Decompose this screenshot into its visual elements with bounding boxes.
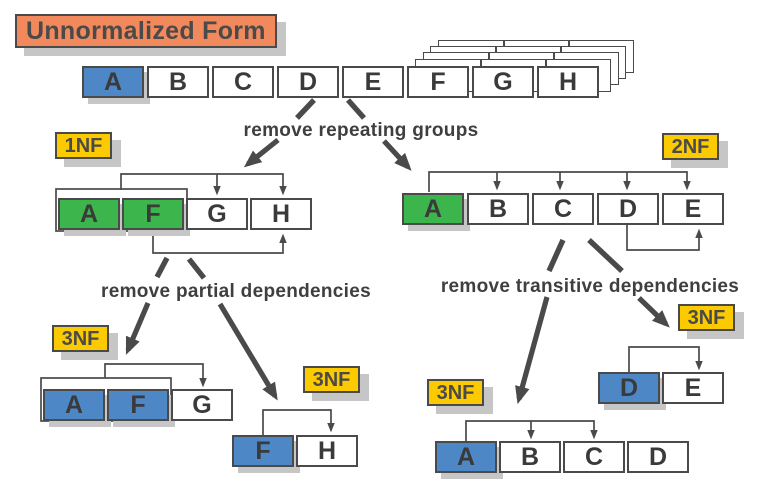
caption-remove-repeating-groups: remove repeating groups	[243, 120, 479, 141]
cell-c: C	[212, 66, 274, 98]
caption-remove-transitive-dependencies: remove transitive dependencies	[440, 276, 740, 297]
nf1-dependency-f-to-h	[152, 230, 287, 254]
cell-a: A	[435, 441, 497, 473]
arrow-to-3nf-de	[637, 296, 670, 328]
stroke-nf2-right	[587, 238, 624, 273]
unnormalized-form-label: Unnormalized Form	[15, 14, 277, 48]
arrow-to-3nf-fh	[217, 302, 278, 401]
cell-g: G	[186, 198, 248, 230]
nf2-dependency-a-to-e	[428, 171, 691, 192]
nf3-badge-abcd: 3NF	[427, 379, 484, 406]
nf3-dependency-a-to-c	[465, 420, 598, 441]
cell-d: D	[627, 441, 689, 473]
nf2-dependency-d-to-e	[626, 225, 703, 251]
nf3-dependency-f-to-h	[262, 409, 335, 435]
nf1-badge: 1NF	[55, 132, 112, 159]
arrow-to-3nf-afg	[125, 301, 151, 355]
cell-g: G	[171, 389, 233, 421]
nf1-dependency-af-to-h	[120, 173, 287, 196]
cell-c: C	[532, 193, 594, 225]
cell-e: E	[662, 372, 724, 404]
cell-a: A	[82, 66, 144, 98]
cell-a: A	[43, 389, 105, 421]
arrow-to-3nf-abcd	[515, 296, 550, 405]
cell-b: B	[147, 66, 209, 98]
nf3-badge-fh: 3NF	[303, 366, 360, 393]
cell-c: C	[563, 441, 625, 473]
stroke-unf-right	[345, 98, 367, 120]
cell-f: F	[407, 66, 469, 98]
cell-b: B	[467, 193, 529, 225]
stroke-nf1-left	[154, 256, 170, 279]
cell-g: G	[472, 66, 534, 98]
cell-f: F	[232, 435, 294, 467]
nf3-dependency-d-to-e	[628, 346, 703, 372]
caption-remove-partial-dependencies: remove partial dependencies	[101, 281, 371, 302]
cell-f: F	[122, 198, 184, 230]
cell-d: D	[598, 372, 660, 404]
arrow-to-2nf	[382, 139, 412, 171]
cell-d: D	[277, 66, 339, 98]
cell-d: D	[597, 193, 659, 225]
nf3-badge-de: 3NF	[678, 304, 735, 331]
cell-h: H	[296, 435, 358, 467]
cell-a: A	[58, 198, 120, 230]
cell-b: B	[499, 441, 561, 473]
cell-a: A	[402, 193, 464, 225]
arrow-to-1nf	[243, 137, 280, 168]
cell-f: F	[107, 389, 169, 421]
cell-e: E	[342, 66, 404, 98]
nf2-badge: 2NF	[662, 133, 719, 160]
cell-e: E	[662, 193, 724, 225]
stroke-nf1-right	[186, 257, 207, 280]
nf3-dependency-af-to-g	[104, 363, 207, 388]
cell-h: H	[250, 198, 312, 230]
stroke-nf2-left	[546, 238, 566, 273]
stroke-unf-left	[295, 98, 316, 120]
cell-h: H	[537, 66, 599, 98]
nf3-badge-afg: 3NF	[52, 325, 109, 352]
